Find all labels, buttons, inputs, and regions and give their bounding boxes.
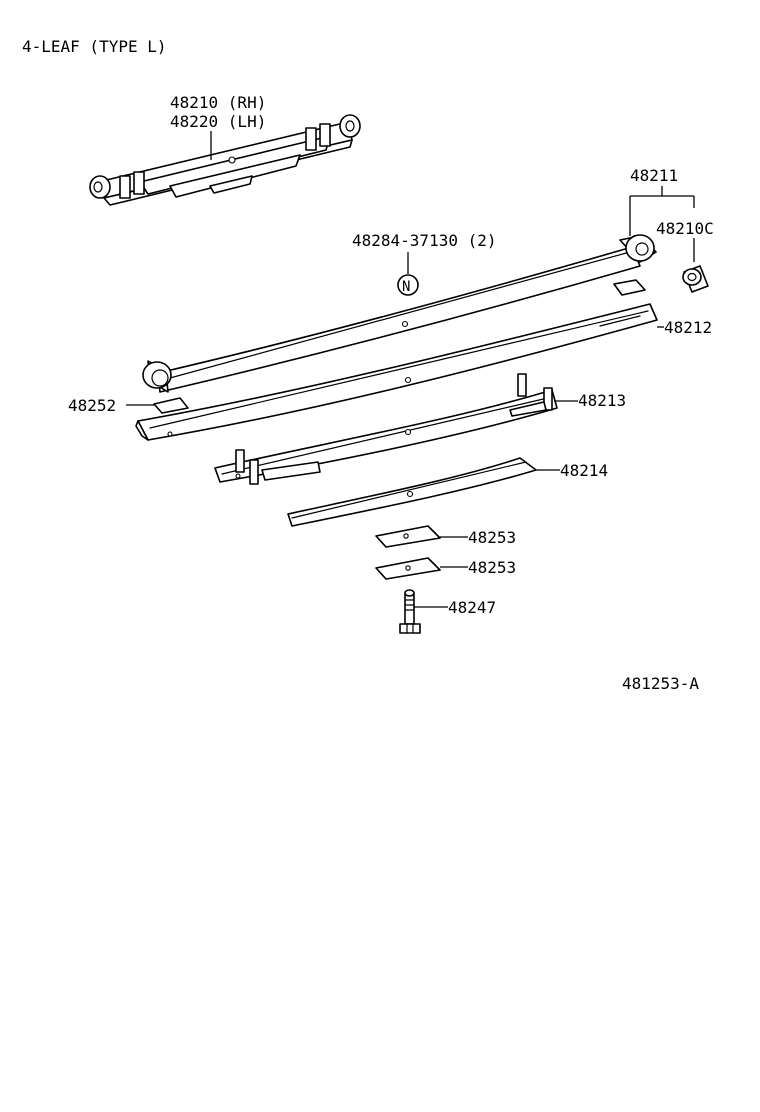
callout-insulator: 48252 [68, 396, 116, 415]
diagram-title: 4-LEAF (TYPE L) [22, 37, 167, 56]
callout-leaf-no3: 48213 [578, 391, 626, 410]
callout-assembly-lh: 48220 (LH) [170, 112, 266, 131]
callout-leaf-no4: 48214 [560, 461, 608, 480]
callout-spacer-lower: 48253 [468, 558, 516, 577]
callout-spring-no1: 48211 [630, 166, 678, 185]
clip-symbol-circle [397, 274, 419, 296]
front-pad-drawing [613, 279, 646, 296]
clip-symbol: N [402, 279, 410, 295]
spacer-lower-drawing [375, 557, 441, 580]
leaf-spring-no2 [135, 303, 658, 441]
insulator-drawing [153, 397, 189, 414]
callout-spacer-upper: 48253 [468, 528, 516, 547]
bushing-drawing [682, 265, 709, 293]
spacer-upper-drawing [375, 525, 441, 548]
diagram-code: 481253-A [622, 674, 699, 693]
callout-assembly-rh: 48210 (RH) [170, 93, 266, 112]
leaf-spring-no4 [287, 457, 537, 527]
center-bolt-drawing [399, 589, 421, 634]
leaf-spring-no3 [214, 373, 558, 485]
callout-bushing: 48210C [656, 219, 714, 238]
callout-clip-part: 48284-37130 (2) [352, 231, 497, 250]
spring-assembly-drawing [89, 114, 361, 206]
leaf-spring-no1 [142, 234, 657, 393]
callout-leaf-no2: 48212 [664, 318, 712, 337]
callout-center-bolt: 48247 [448, 598, 496, 617]
